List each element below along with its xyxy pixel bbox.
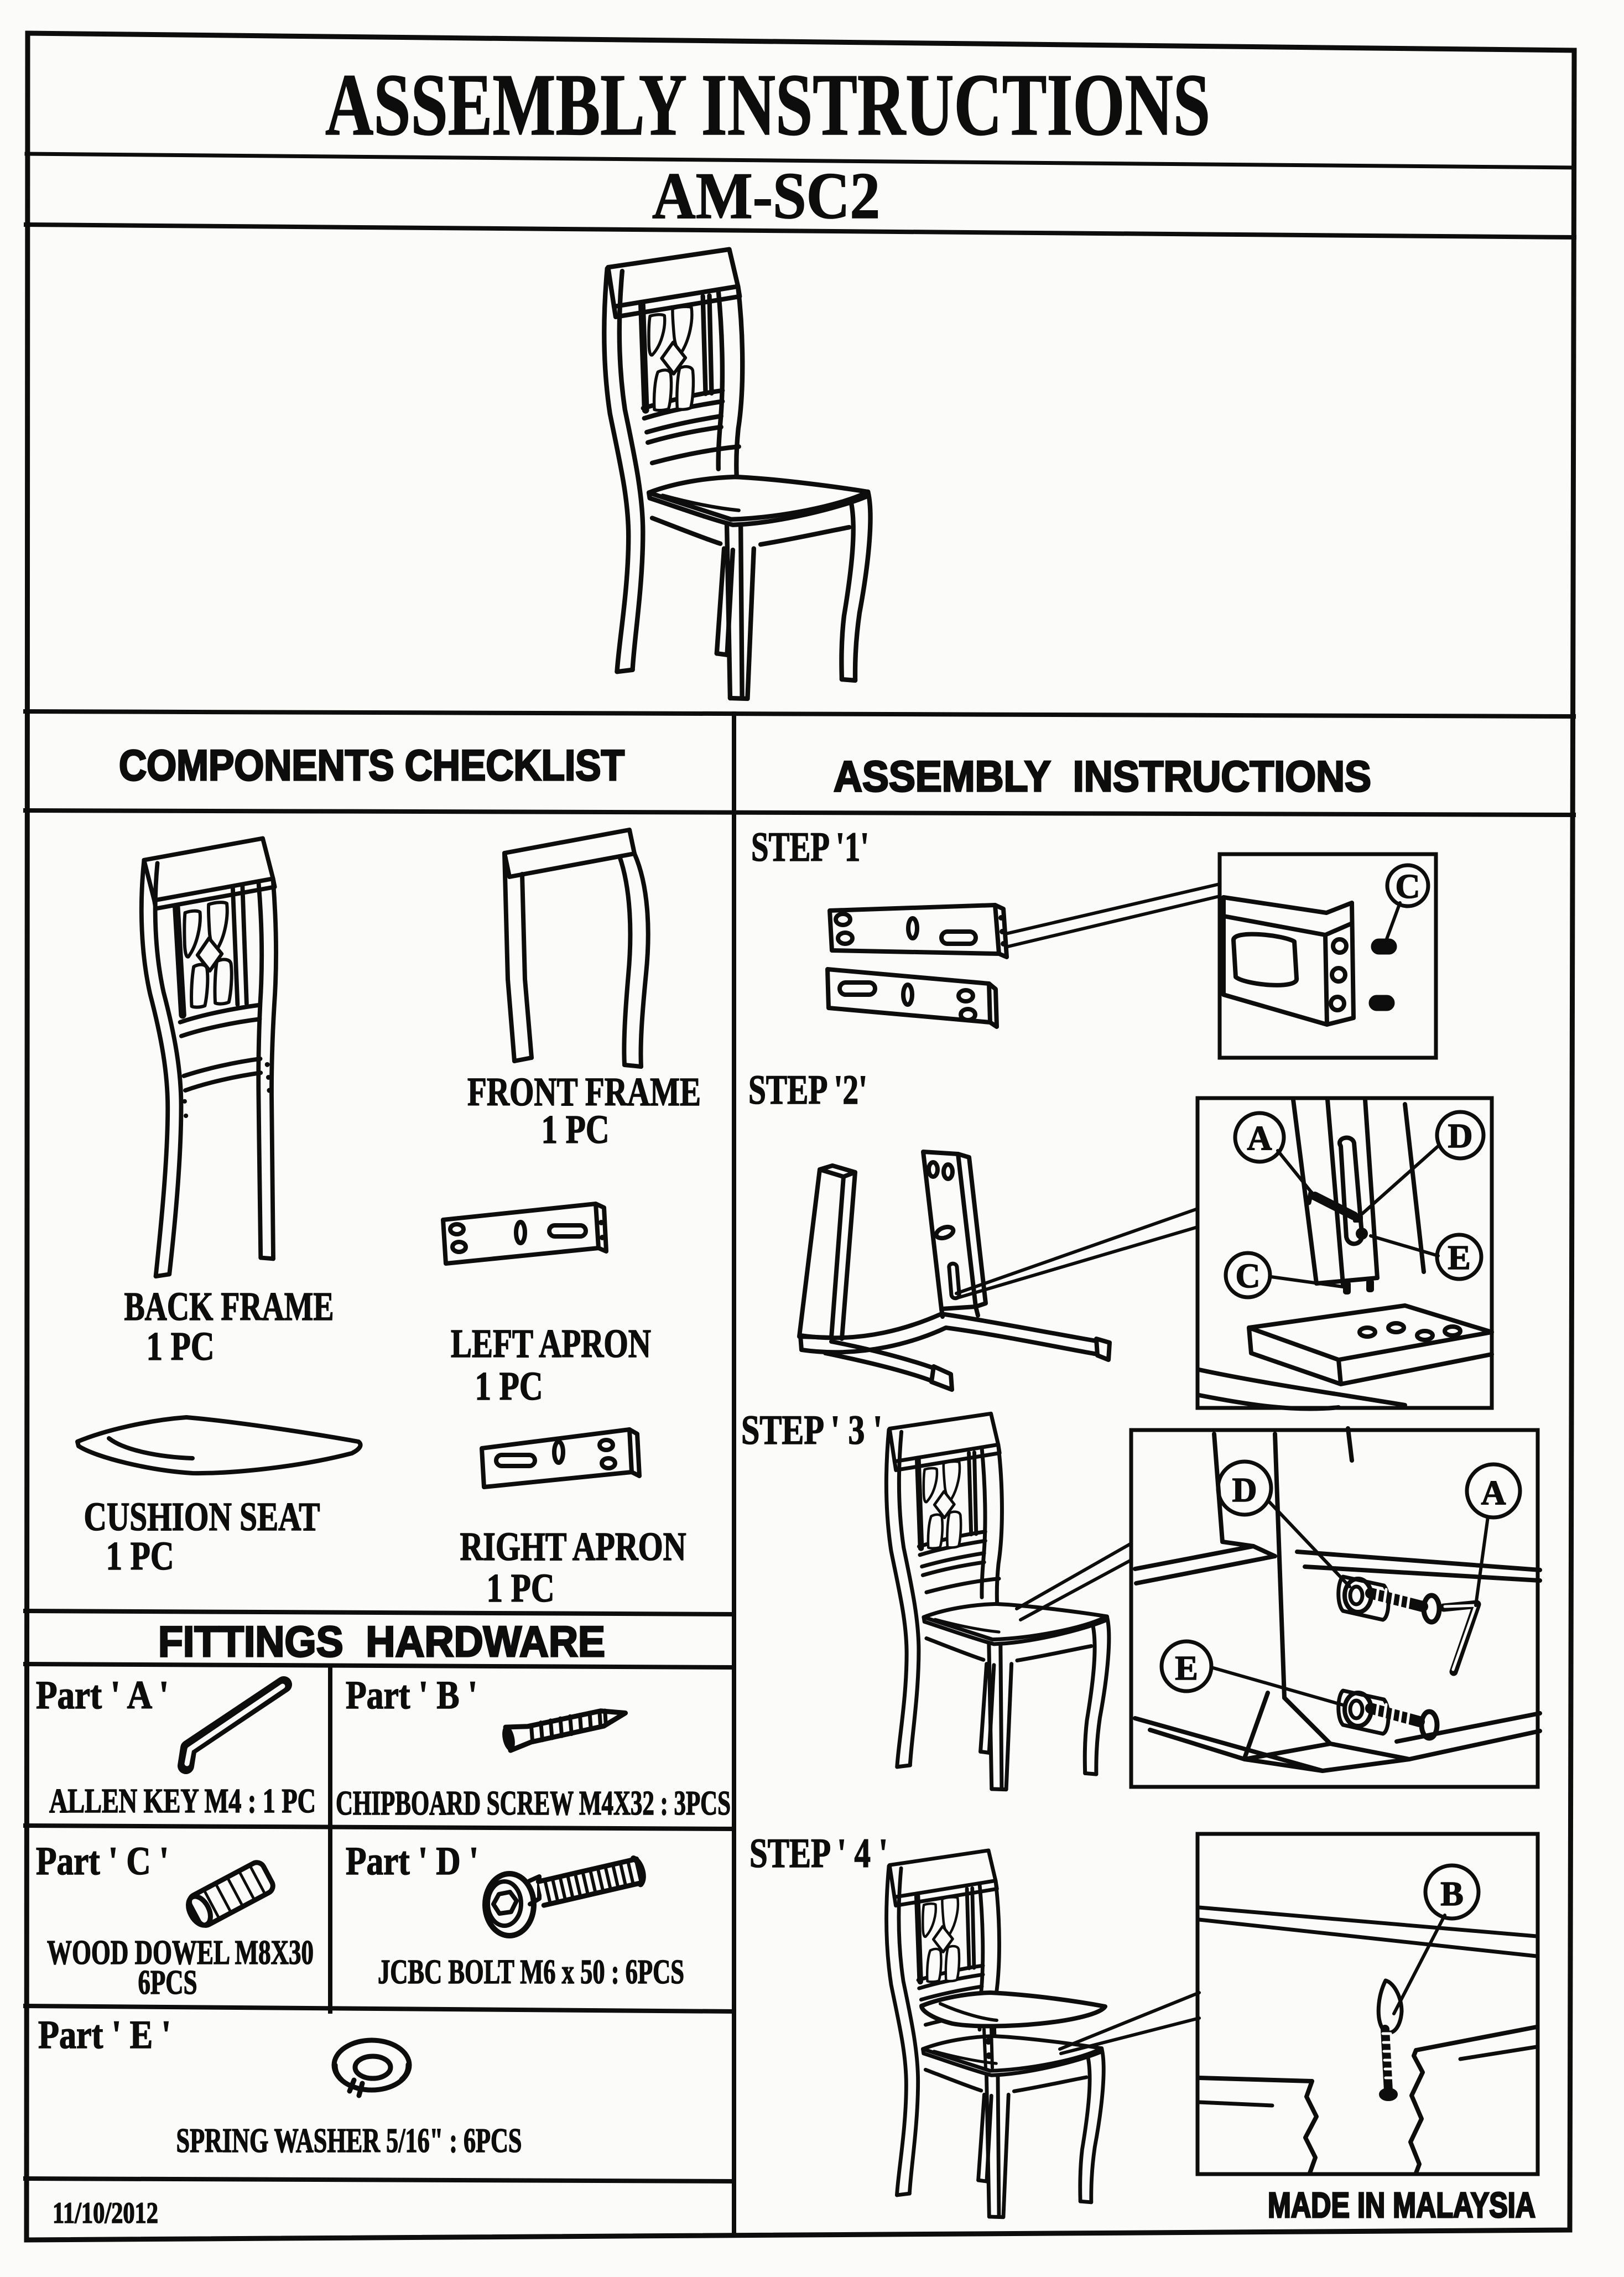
svg-text:1 PC: 1 PC: [106, 1533, 174, 1578]
svg-text:A: A: [1481, 1474, 1506, 1512]
svg-text:C: C: [1236, 1257, 1261, 1295]
svg-text:CHIPBOARD SCREW M4X32 : 3PCS: CHIPBOARD SCREW M4X32 : 3PCS: [336, 1785, 731, 1822]
svg-text:Part ' C ': Part ' C ': [36, 1839, 169, 1883]
svg-text:Part ' D ': Part ' D ': [346, 1839, 478, 1883]
svg-text:B: B: [1440, 1875, 1463, 1913]
svg-text:WOOD DOWEL M8X30: WOOD DOWEL M8X30: [47, 1934, 314, 1972]
svg-text:MADE IN MALAYSIA: MADE IN MALAYSIA: [1268, 2185, 1535, 2225]
svg-text:1 PC: 1 PC: [475, 1364, 543, 1408]
svg-text:D: D: [1448, 1117, 1473, 1155]
svg-text:1 PC: 1 PC: [542, 1107, 610, 1152]
svg-text:FRONT FRAME: FRONT FRAME: [467, 1069, 701, 1114]
svg-text:ASSEMBLY INSTRUCTIONS: ASSEMBLY INSTRUCTIONS: [325, 55, 1210, 154]
svg-text:6PCS: 6PCS: [138, 1964, 197, 2002]
svg-text:JCBC BOLT M6 x 50 : 6PCS: JCBC BOLT M6 x 50 : 6PCS: [378, 1953, 684, 1991]
svg-text:11/10/2012: 11/10/2012: [53, 2196, 158, 2229]
svg-text:COMPONENTS CHECKLIST: COMPONENTS CHECKLIST: [119, 741, 624, 789]
svg-text:Part ' E ': Part ' E ': [38, 2013, 171, 2057]
svg-text:CUSHION SEAT: CUSHION SEAT: [84, 1494, 320, 1539]
svg-text:STEP '2': STEP '2': [748, 1067, 867, 1113]
svg-text:ALLEN KEY M4 : 1 PC: ALLEN KEY M4 : 1 PC: [49, 1782, 316, 1820]
svg-text:1 PC: 1 PC: [487, 1566, 555, 1610]
svg-text:RIGHT APRON: RIGHT APRON: [460, 1524, 686, 1569]
svg-text:LEFT APRON: LEFT APRON: [451, 1321, 651, 1366]
svg-text:AM-SC2: AM-SC2: [652, 159, 880, 232]
svg-text:STEP ' 4 ': STEP ' 4 ': [749, 1831, 888, 1876]
svg-text:E: E: [1448, 1239, 1470, 1277]
svg-text:Part ' B ': Part ' B ': [346, 1673, 477, 1717]
svg-text:1 PC: 1 PC: [147, 1324, 215, 1369]
svg-text:STEP '1': STEP '1': [751, 824, 869, 870]
svg-text:SPRING WASHER 5/16" : 6PCS: SPRING WASHER 5/16" : 6PCS: [176, 2122, 522, 2160]
svg-text:Part ' A ': Part ' A ': [36, 1673, 169, 1717]
svg-text:STEP ' 3 ': STEP ' 3 ': [741, 1407, 882, 1453]
svg-text:FITTINGS HARDWARE: FITTINGS HARDWARE: [158, 1617, 605, 1666]
svg-text:ASSEMBLY INSTRUCTIONS: ASSEMBLY INSTRUCTIONS: [834, 752, 1371, 800]
svg-text:E: E: [1175, 1650, 1198, 1687]
svg-text:A: A: [1247, 1120, 1272, 1157]
svg-text:BACK FRAME: BACK FRAME: [124, 1284, 334, 1329]
svg-text:C: C: [1396, 868, 1420, 906]
svg-text:D: D: [1232, 1472, 1257, 1509]
